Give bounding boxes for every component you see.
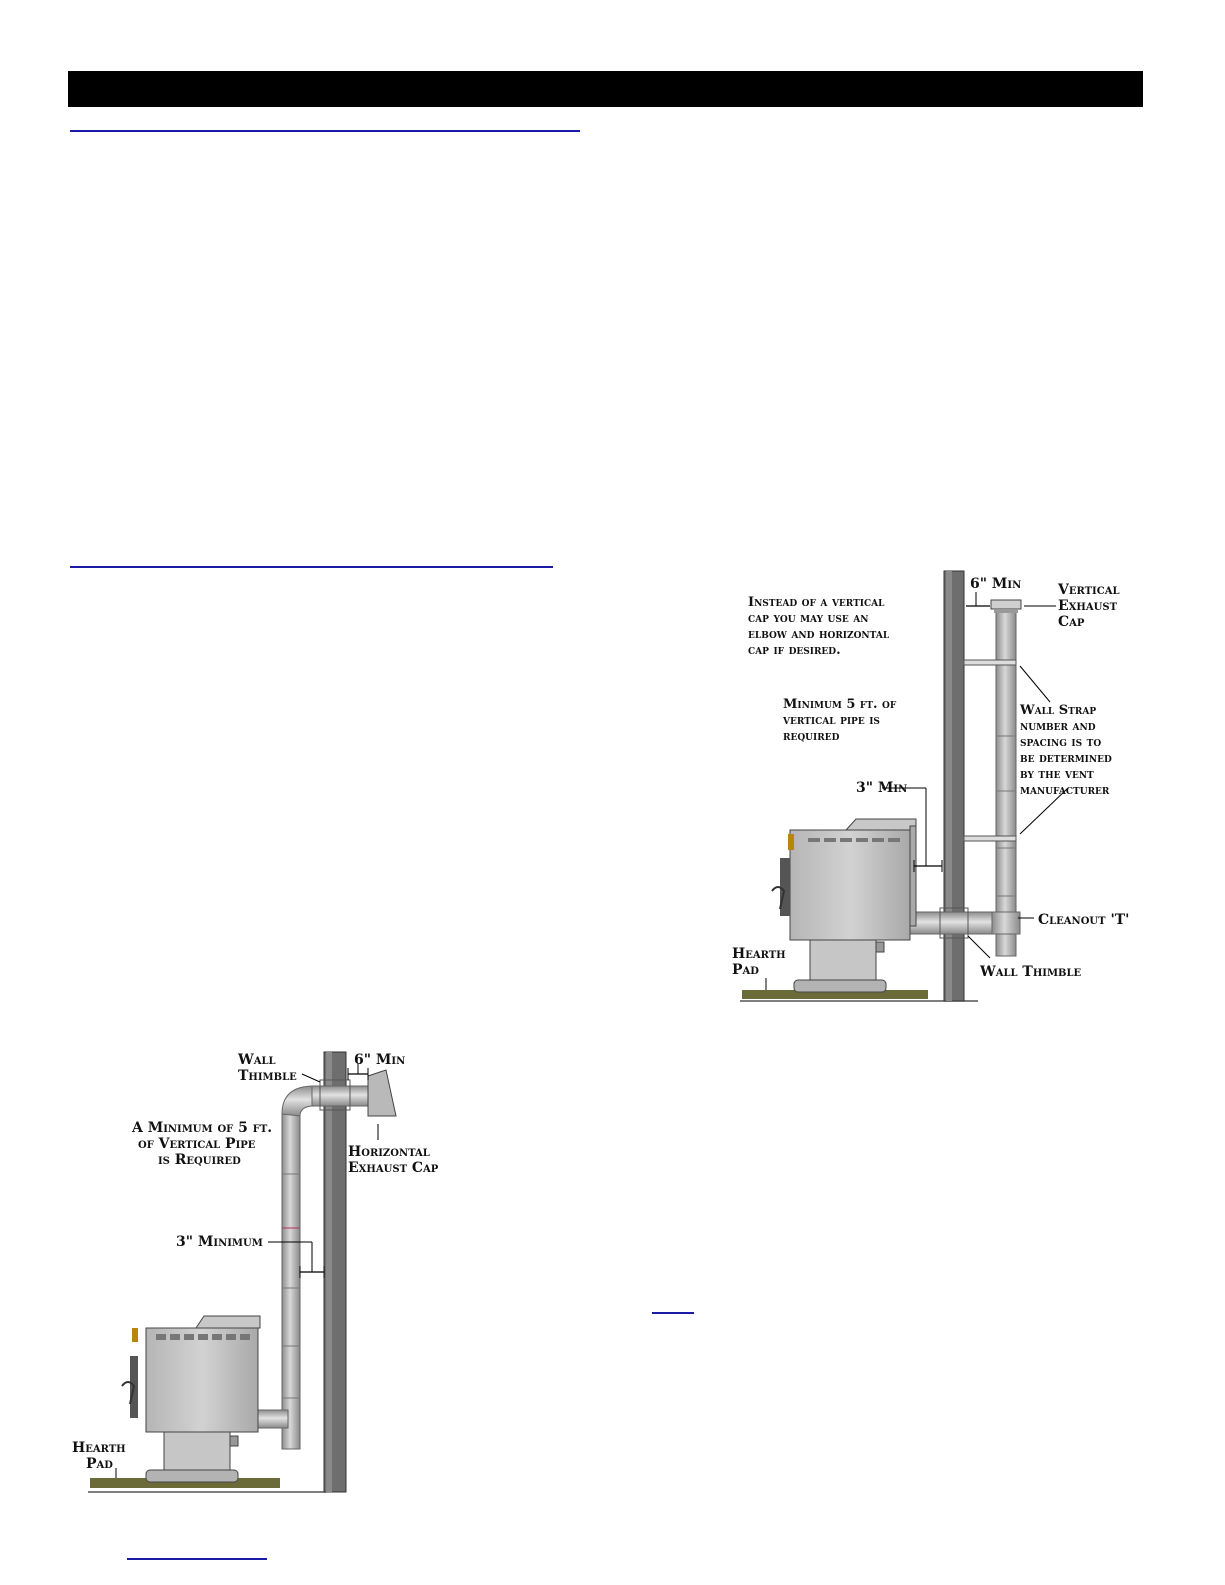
wall-thimble xyxy=(939,907,969,939)
heading-underline-2 xyxy=(70,566,553,568)
min5-label-1: Minimum 5 ft. of xyxy=(783,697,897,712)
hearth-label-2: Pad xyxy=(86,1456,113,1472)
vertical-cap xyxy=(990,599,1022,610)
strap-label-2: number and xyxy=(1020,719,1096,734)
strap-label-6: manufacturer xyxy=(1020,783,1110,798)
vertical-cap-label-2: Exhaust xyxy=(1058,598,1118,614)
heading-underline-1 xyxy=(70,130,580,132)
footer-link-underline xyxy=(127,1558,267,1560)
vertical-pipe xyxy=(281,1113,301,1450)
horizontal-cap xyxy=(367,1069,397,1117)
hearth-label-1: Hearth xyxy=(732,946,786,962)
strap-label-3: spacing is to xyxy=(1020,735,1101,750)
horizontal-vent-diagram: Wall Thimble 6" Min A Minimum of 5 ft. o… xyxy=(72,1051,439,1493)
six-min-label: 6" Min xyxy=(970,576,1021,592)
min5-label-2: vertical pipe is xyxy=(782,713,880,728)
vertical-cap-label-3: Cap xyxy=(1058,614,1085,630)
section-header-bar xyxy=(68,71,1143,107)
min5-label-1: A Minimum of 5 ft. xyxy=(131,1120,272,1136)
instead-label-3: elbow and horizontal xyxy=(748,627,890,642)
thimble-label-2: Thimble xyxy=(238,1068,297,1084)
thimble-label-1: Wall xyxy=(237,1052,276,1068)
hearth-label-2: Pad xyxy=(732,962,759,978)
vertical-vent-diagram: Instead of a vertical cap you may use an… xyxy=(732,570,1129,1002)
three-min-label: 3" Min xyxy=(856,780,907,796)
hcap-label-2: Exhaust Cap xyxy=(348,1160,439,1176)
min5-label-2: of Vertical Pipe xyxy=(138,1136,256,1152)
six-min-label: 6" Min xyxy=(354,1052,405,1068)
strap-label-5: by the vent xyxy=(1020,767,1094,782)
instead-label-1: Instead of a vertical xyxy=(748,595,885,610)
min5-label-3: required xyxy=(783,729,840,744)
instead-label-4: cap if desired. xyxy=(748,643,841,658)
hearth-pad xyxy=(90,1478,280,1488)
wall-strap-top xyxy=(963,659,1017,666)
hearth-pad xyxy=(742,990,928,999)
cleanout-label: Cleanout 'T' xyxy=(1038,912,1129,928)
stove xyxy=(121,1315,261,1483)
wall-strap-bottom xyxy=(963,835,1017,842)
vertical-cap-label-1: Vertical xyxy=(1057,582,1120,598)
horizontal-pipe xyxy=(907,911,1004,935)
hearth-label-1: Hearth xyxy=(72,1440,126,1456)
link-underline xyxy=(652,1312,694,1314)
min5-label-3: is Required xyxy=(158,1152,241,1168)
instead-label-2: cap you may use an xyxy=(748,611,868,626)
wall-thimble-label: Wall Thimble xyxy=(979,964,1082,980)
strap-label-1: Wall Strap xyxy=(1019,703,1096,718)
horizontal-pipe xyxy=(311,1085,373,1107)
wall-thimble xyxy=(319,1079,351,1111)
three-min-label: 3" Minimum xyxy=(176,1234,263,1250)
stove xyxy=(771,818,917,993)
strap-label-4: be determined xyxy=(1020,751,1112,766)
hcap-label-1: Horizontal xyxy=(348,1144,430,1160)
